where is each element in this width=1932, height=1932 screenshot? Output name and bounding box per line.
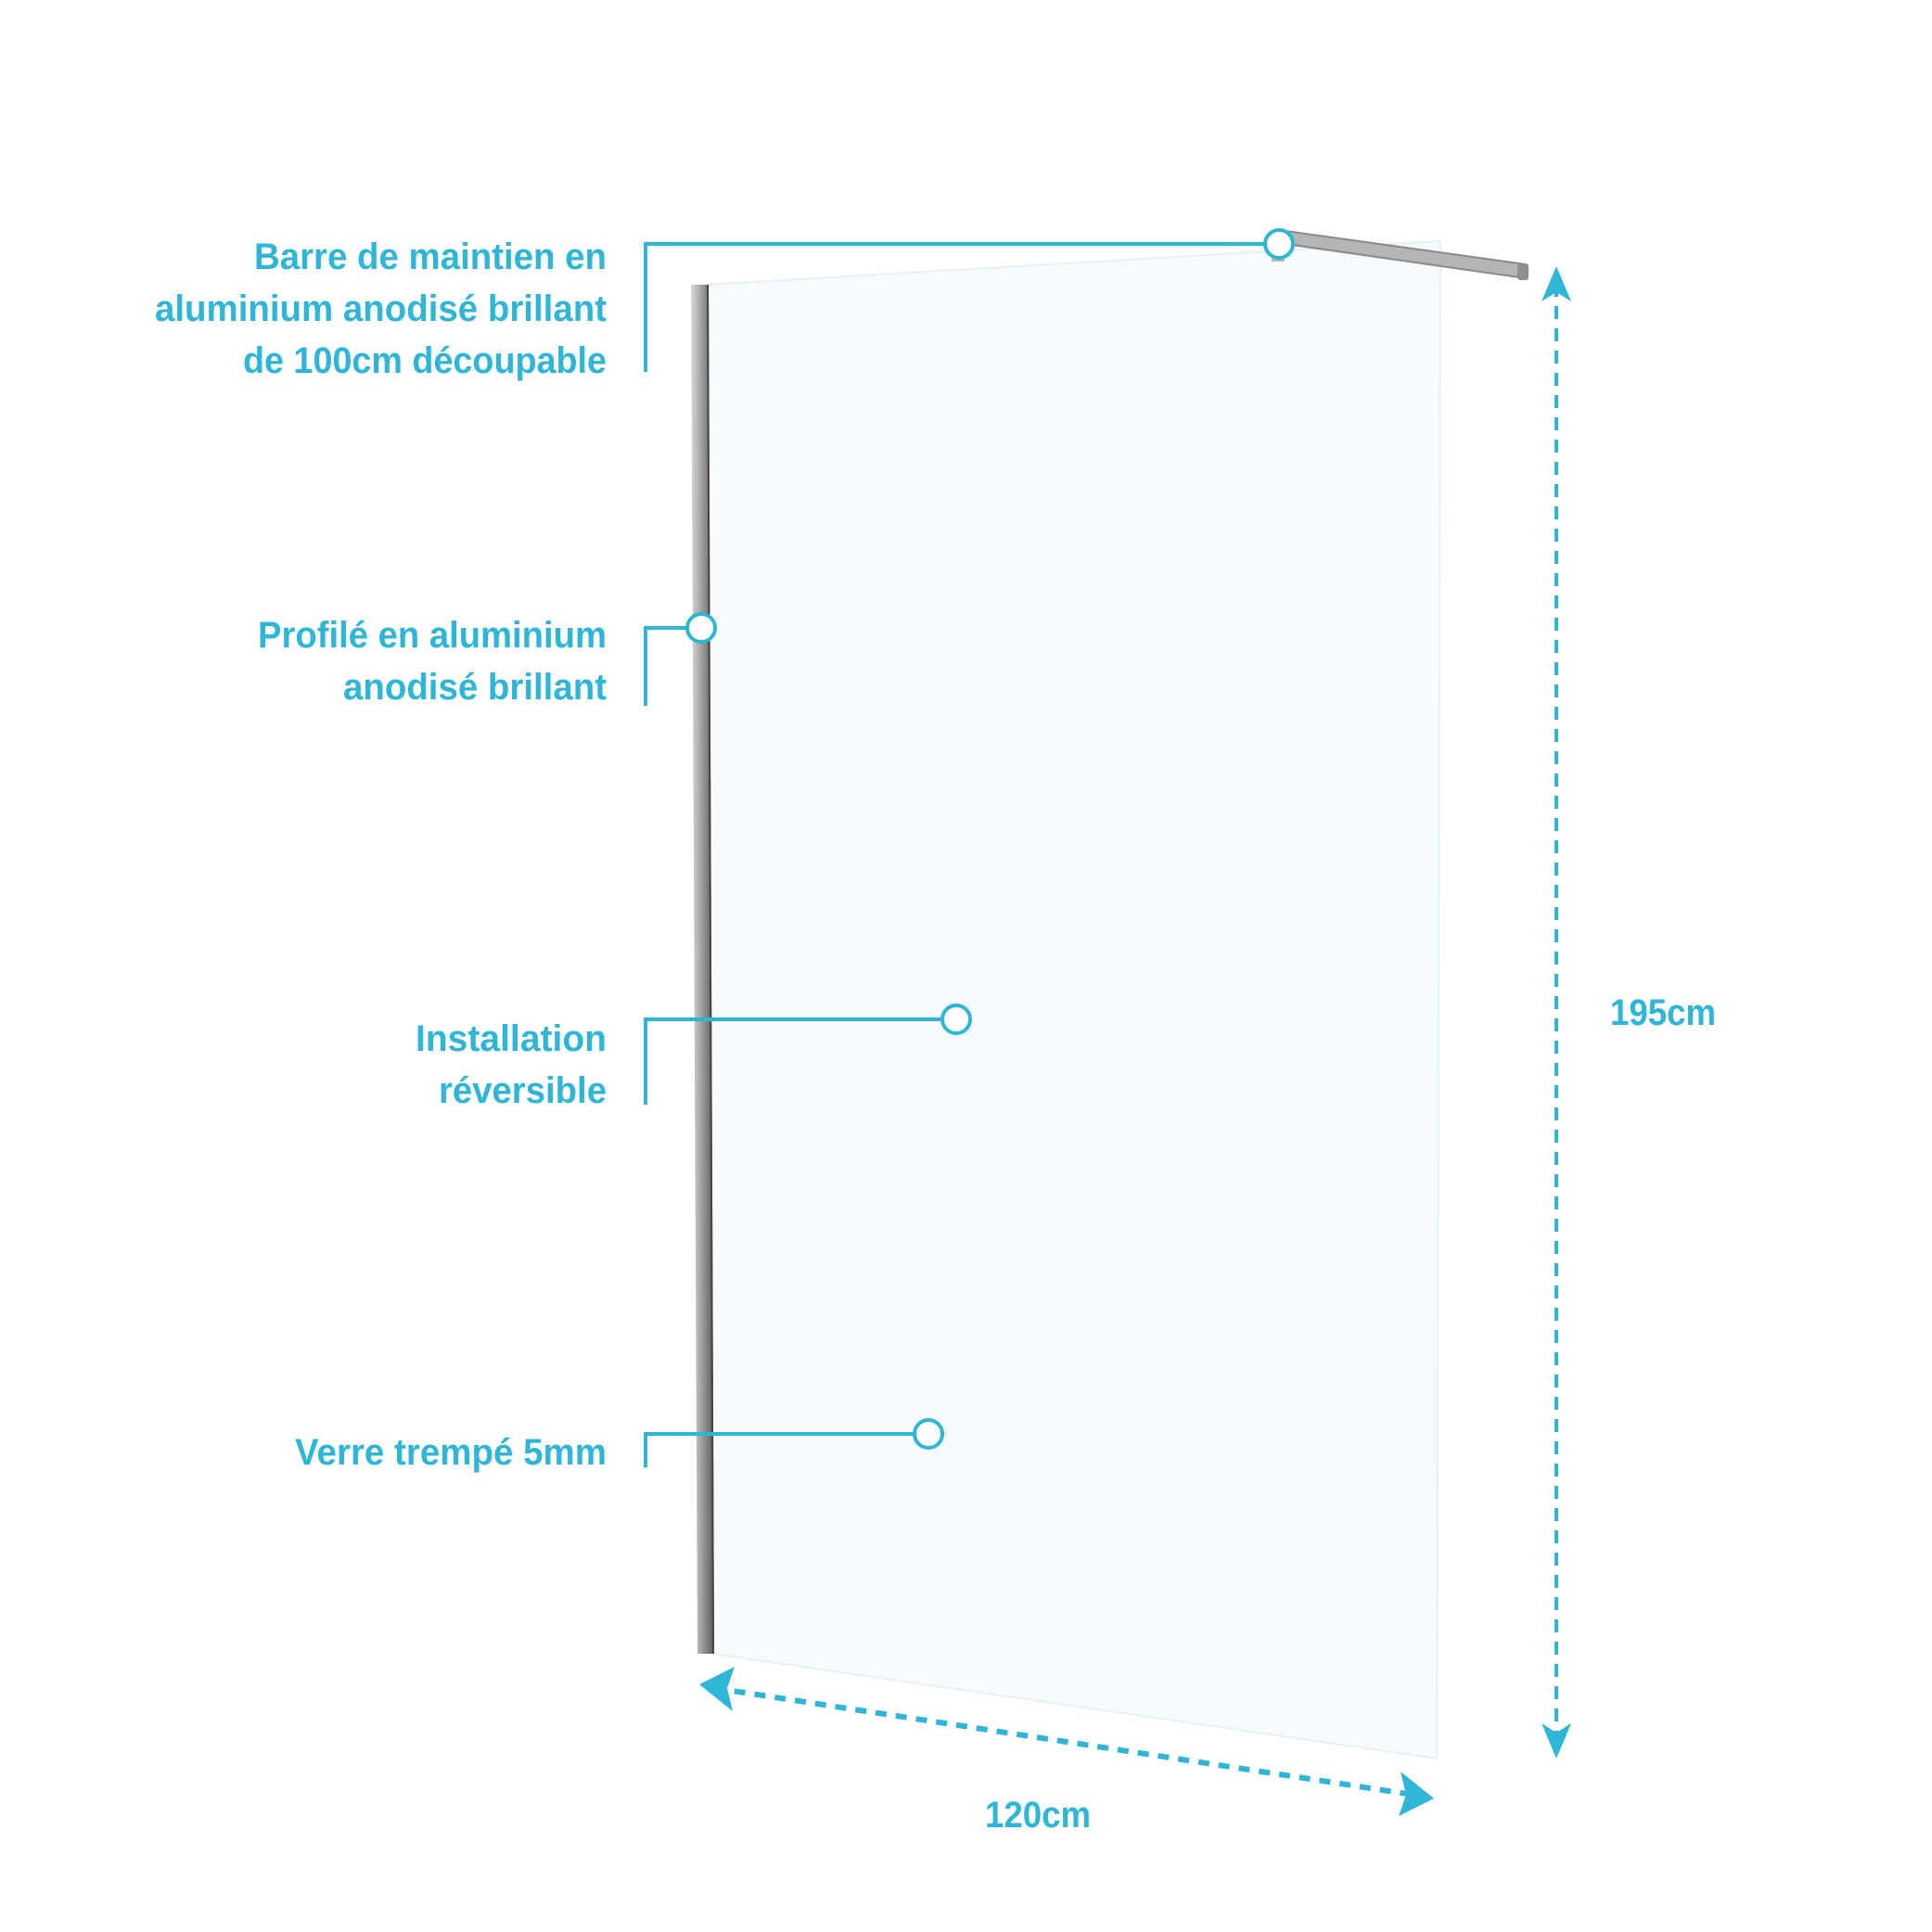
callout-text: Profilé en aluminium — [258, 615, 607, 656]
callout-text: réversible — [439, 1070, 607, 1111]
profile-edge — [707, 284, 714, 1655]
callout-profile — [644, 612, 717, 706]
callout-text: aluminium anodisé brillant — [155, 288, 607, 329]
height-label: 195cm — [1610, 992, 1716, 1033]
callout-text: de 100cm découpable — [243, 340, 607, 381]
callout-glass — [644, 1418, 944, 1467]
callout-text: anodisé brillant — [343, 667, 607, 708]
callout-text: Installation — [416, 1018, 607, 1059]
glass-panel — [704, 239, 1442, 1760]
callout-text: Verre trempé 5mm — [295, 1432, 607, 1473]
width-label: 120cm — [985, 1795, 1091, 1836]
callout-support-bar — [644, 228, 1295, 372]
callout-text: Barre de maintien en — [254, 237, 607, 277]
width-dimension: 120cm — [699, 1667, 1434, 1836]
height-dimension: 195cm — [1542, 266, 1716, 1759]
callout-reversible — [644, 1004, 972, 1105]
